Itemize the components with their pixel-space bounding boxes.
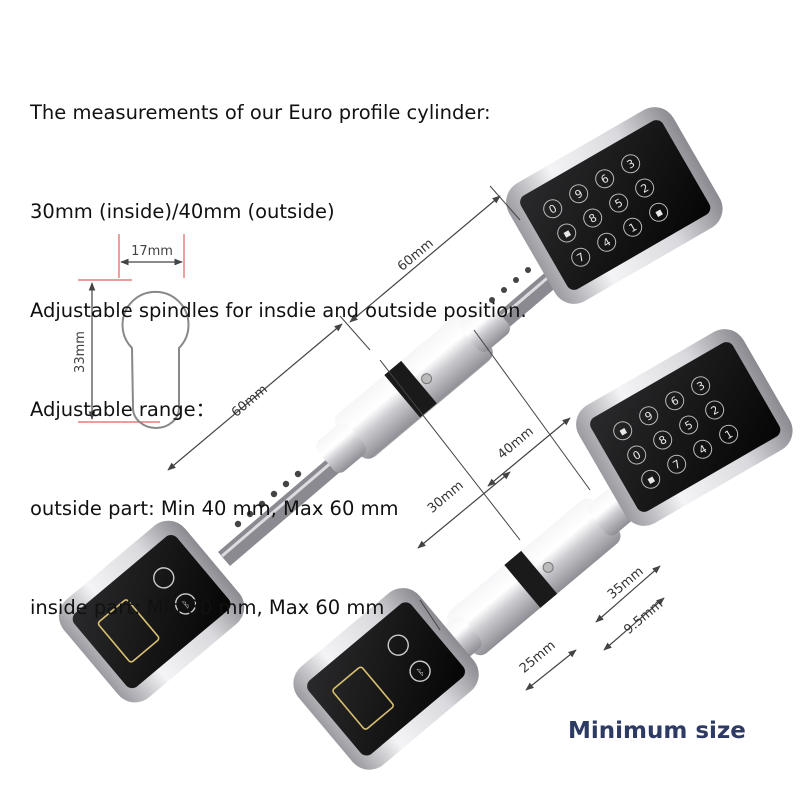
svg-text:ᛒ: ᛒ — [181, 599, 193, 611]
upper-outer-knob: ᛒ — [58, 520, 245, 703]
lower-offset-label: 9.5mm — [621, 597, 666, 638]
svg-text:ᛒ: ᛒ — [415, 666, 427, 678]
heading-line-6: inside part: Min 30 mm, Max 60 mm — [30, 596, 385, 619]
upper-keypad-knob: 0 9 6 3 ▪ 8 5 2 7 4 1 ▪ — [506, 107, 723, 304]
lower-lock-assembly: ᛒ ▪ 9 6 3 0 8 5 2 ▪ 7 4 1 — [293, 329, 793, 770]
lower-outer-knob: ᛒ — [293, 588, 479, 770]
lower-body-dimension — [525, 649, 577, 691]
description-text: The measurements of our Euro profile cyl… — [30, 30, 527, 657]
profile-height-label: 33mm — [73, 331, 88, 373]
lower-keypad-knob: ▪ 9 6 3 0 8 5 2 ▪ 7 4 1 — [576, 329, 793, 526]
lower-outside-dimension — [487, 417, 571, 487]
heading-line-2: 30mm (inside)/40mm (outside) — [30, 200, 335, 223]
upper-lock-assembly: ᛒ 0 9 6 3 ▪ 8 5 2 7 4 1 ▪ 60mm — [58, 107, 723, 703]
profile-width-label: 17mm — [131, 244, 173, 259]
minimum-size-label: Minimum size — [568, 718, 746, 744]
heading-line-4: Adjustable range： — [30, 398, 216, 421]
heading-line-3: Adjustable spindles for insdie and outsi… — [30, 299, 527, 322]
upper-outside-dimension — [167, 323, 343, 471]
heading-line-5: outside part: Min 40 mm, Max 60 mm — [30, 497, 399, 520]
upper-inside-dimension — [349, 195, 501, 323]
heading-line-1: The measurements of our Euro profile cyl… — [30, 101, 491, 124]
lower-offset-dimension — [603, 597, 665, 651]
